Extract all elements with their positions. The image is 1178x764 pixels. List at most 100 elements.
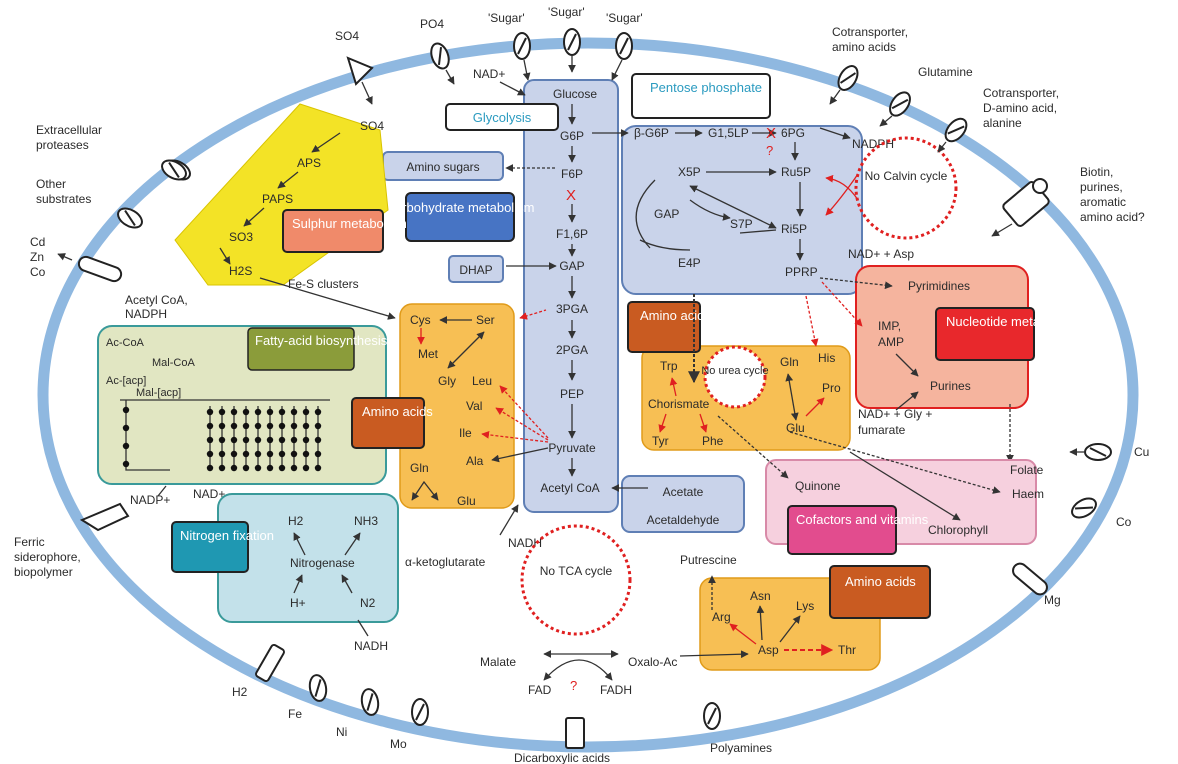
extracellular-line1: Extracellular xyxy=(36,123,102,137)
imp-label: IMP, xyxy=(878,319,901,333)
transporter-icon xyxy=(703,702,721,730)
extracellular-line2: proteases xyxy=(36,138,89,152)
biotin-line3: aromatic xyxy=(1080,195,1126,209)
no-calvin-cycle-label: No Calvin cycle xyxy=(865,169,948,183)
carbohydrate-metabolism-box xyxy=(405,192,515,242)
chorismate-label: Chorismate xyxy=(648,397,710,411)
chain-bead xyxy=(230,450,238,458)
chain-bead xyxy=(302,450,310,458)
ferric-line3: biopolymer xyxy=(14,565,73,579)
chain-bead xyxy=(302,464,310,472)
ru5p-label: Ru5P xyxy=(781,165,811,179)
amino-bottom-title-box xyxy=(829,565,931,619)
chain-bead xyxy=(290,464,298,472)
thr-label: Thr xyxy=(838,643,856,657)
malate-label: Malate xyxy=(480,655,516,669)
6pg-label: 6PG xyxy=(781,126,805,140)
glycolysis-title-box xyxy=(445,103,559,131)
chain-bead xyxy=(122,424,130,432)
chain-bead xyxy=(206,464,214,472)
phe-label: Phe xyxy=(702,434,724,448)
zn-label: Zn xyxy=(30,250,44,264)
pyruvate-label: Pyruvate xyxy=(548,441,596,455)
amino-left-title-box xyxy=(351,397,425,449)
chain-bead xyxy=(242,464,250,472)
polyamines-label: Polyamines xyxy=(710,741,772,755)
beta-g6p-label: β-G6P xyxy=(634,126,669,140)
chain-bead xyxy=(278,408,286,416)
biotin-line2: purines, xyxy=(1080,180,1123,194)
quinone-label: Quinone xyxy=(795,479,841,493)
no-tca-cycle xyxy=(520,524,632,636)
dhap-label: DHAP xyxy=(459,263,492,277)
chain-bead xyxy=(242,450,250,458)
fatty-acid-title: Fatty-acid biosynthesis xyxy=(255,333,388,348)
2pga-label: 2PGA xyxy=(556,343,588,357)
alpha-ketoglutarate-label: α-ketoglutarate xyxy=(405,555,486,569)
co-right-label: Co xyxy=(1116,515,1132,529)
e4p-label: E4P xyxy=(678,256,701,270)
g15lp-label: G1,5LP xyxy=(708,126,749,140)
channel-icon xyxy=(255,644,285,682)
chain-bead xyxy=(314,450,322,458)
acetate-box xyxy=(621,475,745,533)
amino-left-title: Amino acids xyxy=(362,404,433,419)
glucose-label: Glucose xyxy=(553,87,597,101)
nitrogen-nad-label: NAD+ xyxy=(193,487,225,501)
putrescine-label: Putrescine xyxy=(680,553,737,567)
acetyl-coa-nadph-line1: Acetyl CoA, xyxy=(125,293,188,307)
chain-bead xyxy=(266,422,274,430)
ala-label: Ala xyxy=(466,454,484,468)
transporter-icon xyxy=(513,32,531,60)
chain-bead xyxy=(266,450,274,458)
arg-label: Arg xyxy=(712,610,731,624)
mg-label: Mg xyxy=(1044,593,1061,607)
paps-label: PAPS xyxy=(262,192,293,206)
ac-coa-label: Ac-CoA xyxy=(106,337,145,349)
chain-bead xyxy=(242,422,250,430)
so4-outside-label: SO4 xyxy=(335,29,359,43)
nad-asp-label: NAD+ + Asp xyxy=(848,247,914,261)
nad-gly-line1: NAD+ + Gly + xyxy=(858,407,932,421)
sugar-label-1: 'Sugar' xyxy=(488,11,525,25)
cotransporter-d-line1: Cotransporter, xyxy=(983,86,1059,100)
pep-label: PEP xyxy=(560,387,584,401)
sulphur-title-box xyxy=(282,209,384,253)
chain-bead xyxy=(122,460,130,468)
tyr-label: Tyr xyxy=(652,434,669,448)
nucleotide-title: Nucleotide metabolism xyxy=(946,314,1078,329)
amino-bottom-title: Amino acids xyxy=(845,574,916,589)
fad-label: FAD xyxy=(528,683,552,697)
chain-bead xyxy=(218,464,226,472)
gln-mid-label: Gln xyxy=(780,355,799,369)
met-label: Met xyxy=(418,347,439,361)
transporter-icon xyxy=(427,40,453,72)
cd-label: Cd xyxy=(30,235,45,249)
transporter-icon xyxy=(563,28,581,56)
sulphur-title: Sulphur metabolism xyxy=(292,216,407,231)
cotransporter-d-line3: alanine xyxy=(983,116,1022,130)
h-plus-label: H+ xyxy=(290,596,306,610)
sugar-label-3: 'Sugar' xyxy=(606,11,643,25)
cotransporter-aa-line1: Cotransporter, xyxy=(832,25,908,39)
chain-bead xyxy=(290,422,298,430)
his-label: His xyxy=(818,351,835,365)
no-urea-cycle xyxy=(703,345,767,409)
pprp-label: PPRP xyxy=(785,265,818,279)
glu-left-label: Glu xyxy=(457,494,476,508)
nucleotide-title-box xyxy=(935,307,1035,361)
h2-inner-label: H2 xyxy=(288,514,304,528)
mal-coa-label: Mal-CoA xyxy=(152,357,195,369)
ni-label: Ni xyxy=(336,725,347,739)
fadh-label: FADH xyxy=(600,683,632,697)
chain-bead xyxy=(122,406,130,414)
chain-bead xyxy=(230,464,238,472)
acetate-label: Acetate xyxy=(663,485,704,499)
atp-transporter-icon xyxy=(1002,178,1050,227)
mal-acp-label: Mal-[acp] xyxy=(136,387,181,399)
chain-bead xyxy=(302,408,310,416)
pentose-block-mark: X xyxy=(766,125,776,142)
nh3-label: NH3 xyxy=(354,514,378,528)
aps-label: APS xyxy=(297,156,321,170)
